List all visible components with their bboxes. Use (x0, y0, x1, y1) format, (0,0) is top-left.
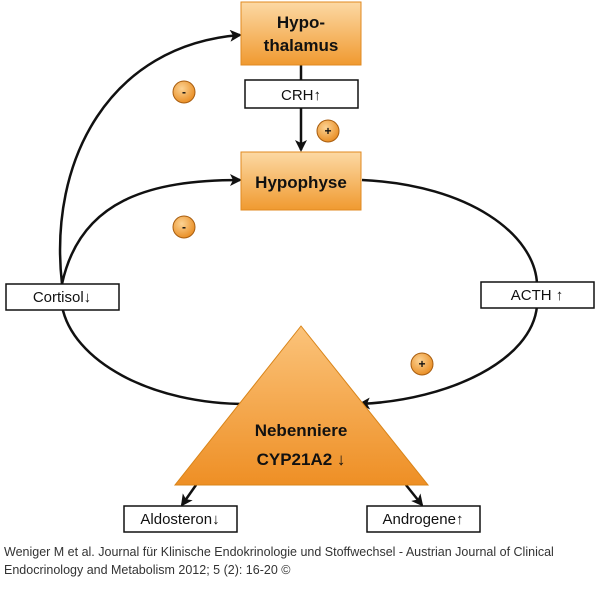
hypothalamus-line2: thalamus (264, 36, 339, 55)
arrow-acth-to-nebenniere (358, 305, 539, 410)
cortisol-label: Cortisol↓ (33, 289, 91, 306)
hypothalamus-line1: Hypo- (277, 13, 325, 32)
plus-sign-text: + (418, 357, 425, 371)
nebenniere-line2: CYP21A2 ↓ (257, 450, 346, 469)
arrow-nebenniere-to-androgene (405, 484, 424, 507)
crh-label: CRH↑ (281, 87, 321, 104)
sign-minus-hypothalamus: - (172, 80, 196, 104)
arrow-hypophyse-to-acth (361, 178, 539, 285)
aldosteron-label-box: Aldosteron↓ (123, 505, 238, 533)
androgene-label: Androgene↑ (383, 511, 464, 528)
nebenniere-triangle: Nebenniere CYP21A2 ↓ (173, 325, 430, 486)
aldosteron-label: Aldosteron↓ (140, 511, 219, 528)
arrow-cortisol-to-hypothalamus (58, 29, 242, 285)
feedback-curves (58, 29, 539, 507)
sign-plus-crh: + (316, 119, 340, 143)
crh-label-box: CRH↑ (244, 79, 359, 109)
nebenniere-line1: Nebenniere (255, 421, 348, 440)
cortisol-label-box: Cortisol↓ (5, 283, 120, 311)
hypophyse-box: Hypophyse (240, 151, 362, 211)
sign-plus-acth: + (410, 352, 434, 376)
sign-minus-hypophyse: - (172, 215, 196, 239)
arrow-cortisol-to-hypophyse (60, 174, 242, 285)
plus-sign-text: + (324, 124, 331, 138)
acth-label-box: ACTH ↑ (480, 281, 595, 309)
hpa-axis-diagram: Hypo- thalamus CRH↑ Hypophyse Cortisol↓ … (5, 1, 595, 533)
acth-label: ACTH ↑ (511, 287, 564, 304)
minus-sign-text: - (182, 220, 186, 234)
arrow-nebenniere-to-cortisol (60, 305, 251, 406)
hypothalamus-box: Hypo- thalamus (240, 1, 362, 66)
minus-sign-text: - (182, 85, 186, 99)
citation-caption: Weniger M et al. Journal für Klinische E… (4, 545, 554, 577)
androgene-label-box: Androgene↑ (366, 505, 481, 533)
arrow-nebenniere-to-aldosteron (180, 484, 198, 507)
hypophyse-label: Hypophyse (255, 173, 347, 192)
